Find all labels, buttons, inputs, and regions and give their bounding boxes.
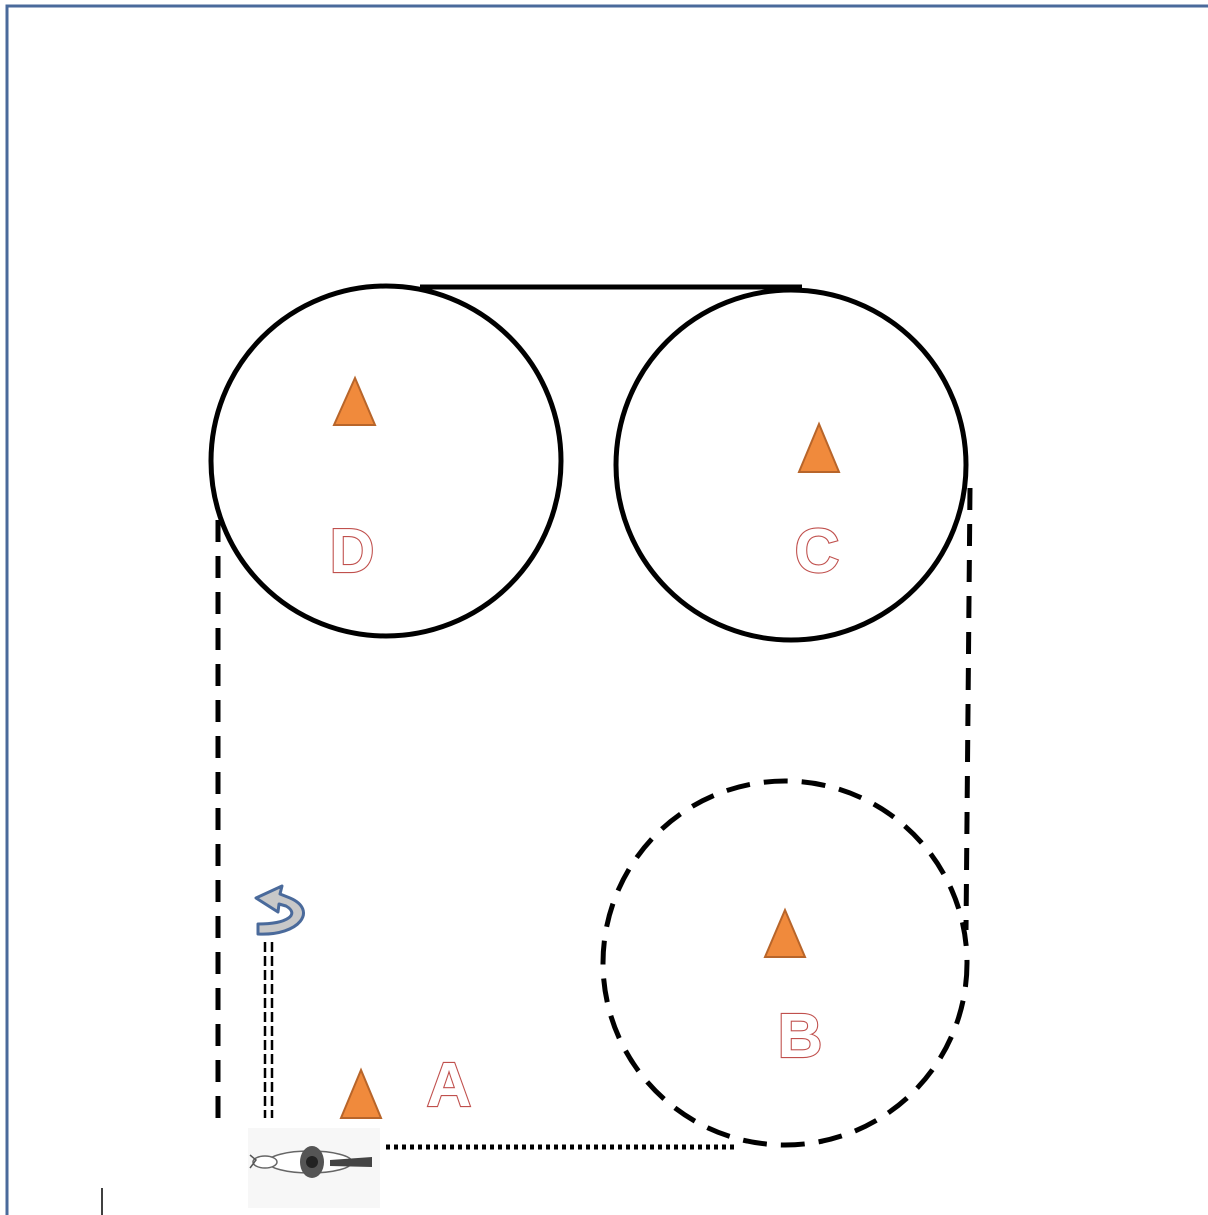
- marker-d-label: D: [330, 517, 375, 586]
- circle-c: [613, 287, 969, 643]
- right-dashed-track: [963, 487, 973, 931]
- cone-icon-d: [332, 375, 377, 426]
- marker-a-label: A: [427, 1051, 472, 1120]
- circle-b: [600, 778, 970, 1148]
- marker-b-label: B: [778, 1002, 823, 1071]
- u-turn-arrow-icon: [254, 884, 305, 936]
- turn-approach-track: [263, 942, 274, 1118]
- cone-icon-a: [339, 1067, 383, 1119]
- cone-icon-c: [797, 421, 841, 473]
- circle-d: [208, 283, 564, 639]
- arena-frame: [5, 4, 1208, 1215]
- horse-and-rider-top-view-icon: [248, 1128, 380, 1208]
- cone-icon-b: [763, 907, 807, 958]
- marker-c-label: C: [795, 517, 840, 586]
